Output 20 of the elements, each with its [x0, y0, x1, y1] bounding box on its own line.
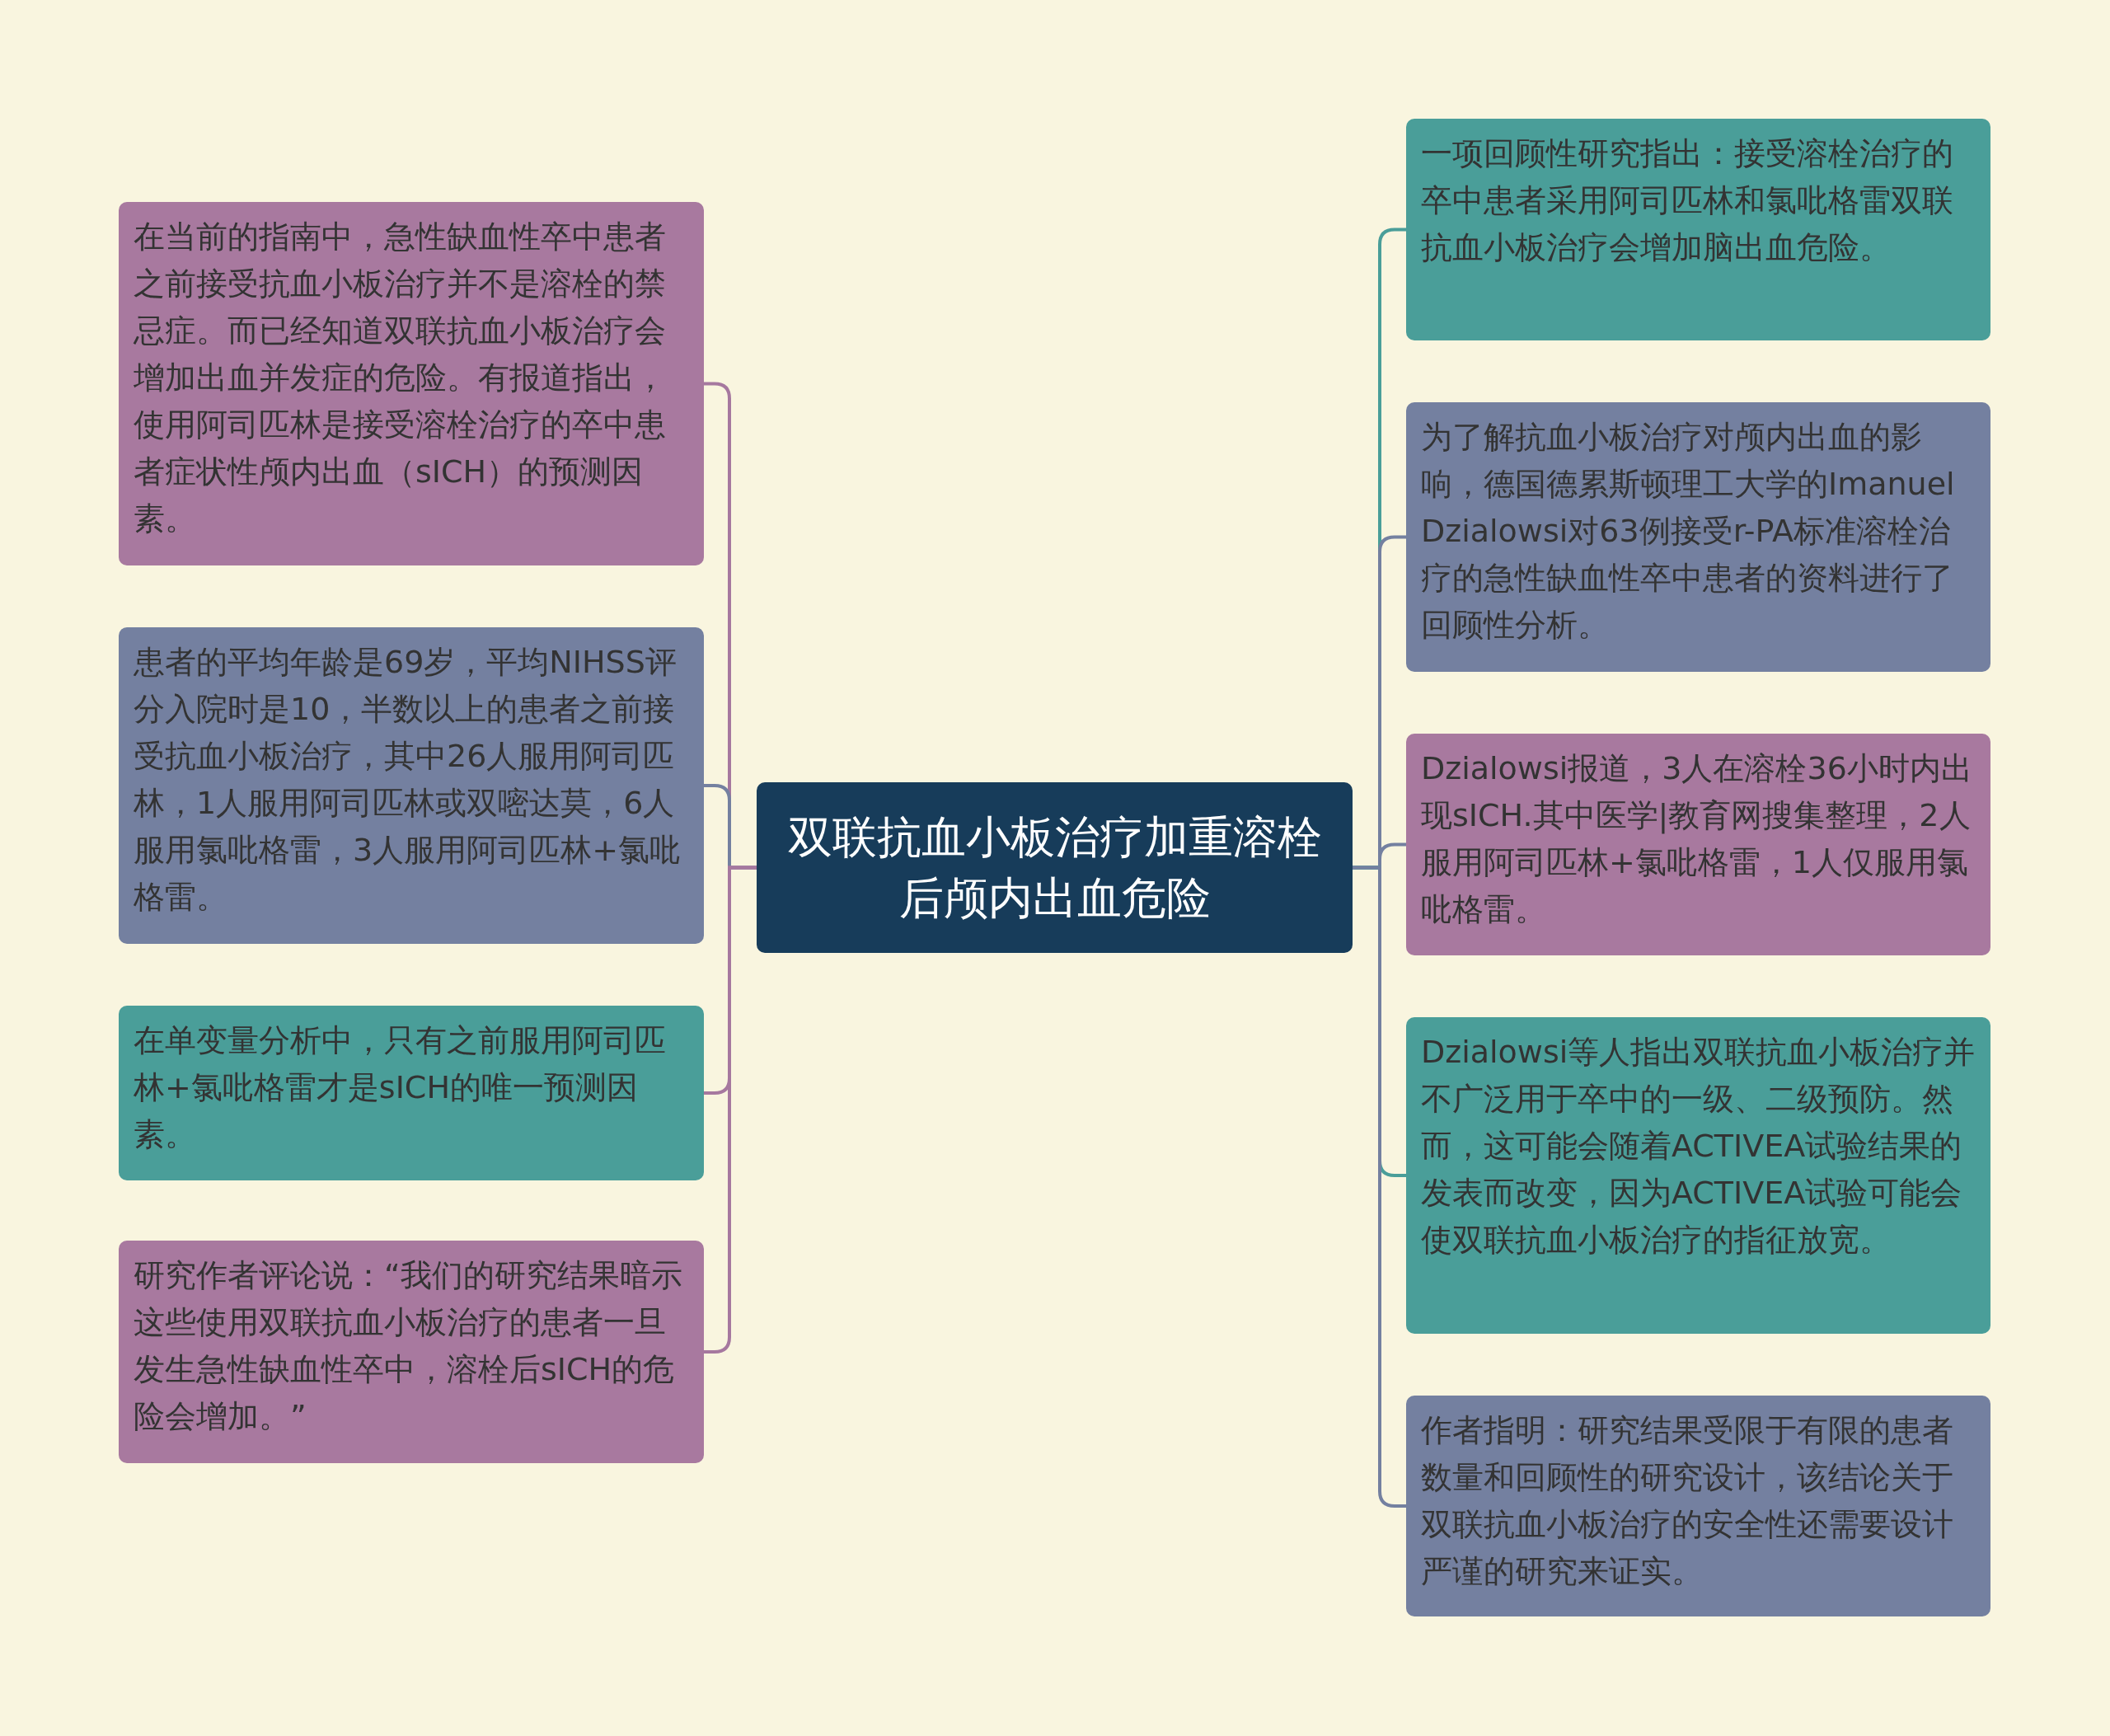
- note-box: [1406, 734, 1990, 955]
- note-text: Dzialowsi报道，3人在溶栓36小时内出现sICH.其中医学|教育网搜集整理，2人服用阿司匹林+氯吡格雷，1人仅服用氯吡格雷。: [1421, 750, 1972, 927]
- note-text: 研究作者评论说：“我们的研究结果暗示这些使用双联抗血小板治疗的患者一旦发生急性缺血性卒中，溶栓后sICH的危险会增加。”: [134, 1257, 682, 1434]
- topic-box: [757, 782, 1353, 953]
- note-text: 一项回顾性研究指出：接受溶栓治疗的卒中患者采用阿司匹林和氯吡格雷双联抗血小板治疗会增加脑出血危险。: [1421, 135, 1953, 265]
- note-text: 在单变量分析中，只有之前服用阿司匹林+氯吡格雷才是sICH的唯一预测因素。: [134, 1022, 666, 1152]
- note-box: [1406, 1017, 1990, 1334]
- note-box: [1406, 1396, 1990, 1616]
- note-text: 在当前的指南中，急性缺血性卒中患者之前接受抗血小板治疗并不是溶栓的禁忌症。而已经知道双联抗血小板治疗会增加出血并发症的危险。有报道指出，使用阿司匹林是接受溶栓治疗的卒中患者症状性颅内出血（sICH）的预测因素。: [134, 218, 666, 537]
- topic-text: 双联抗血小板治疗加重溶栓后颅内出血危险: [786, 809, 1323, 926]
- note-text: 患者的平均年龄是69岁，平均NIHSS评分入院时是10，半数以上的患者之前接受抗血小板治疗，其中26人服用阿司匹林，1人服用阿司匹林或双嘧达莫，6人服用氯吡格雷，3人服用阿司匹林+氯吡格雷。: [134, 644, 682, 915]
- note-box: [119, 627, 704, 944]
- note-box: [119, 1241, 704, 1463]
- note-box: [119, 1006, 704, 1180]
- note-box: [119, 202, 704, 565]
- note-text: 为了解抗血小板治疗对颅内出血的影响，德国德累斯顿理工大学的Imanuel Dzialowsi对63例接受r-PA标准溶栓治疗的急性缺血性卒中患者的资料进行了回顾性分析。: [1421, 419, 1955, 643]
- note-box: [1406, 402, 1990, 672]
- note-text: 作者指明：研究结果受限于有限的患者数量和回顾性的研究设计，该结论关于双联抗血小板治疗的安全性还需要设计严谨的研究来证实。: [1421, 1412, 1953, 1589]
- note-text: Dzialowsi等人指出双联抗血小板治疗并不广泛用于卒中的一级、二级预防。然而，这可能会随着ACTIVEA试验结果的发表而改变，因为ACTIVEA试验可能会使双联抗血小板治疗的指征放宽。: [1421, 1034, 1976, 1258]
- note-box: [1406, 119, 1990, 340]
